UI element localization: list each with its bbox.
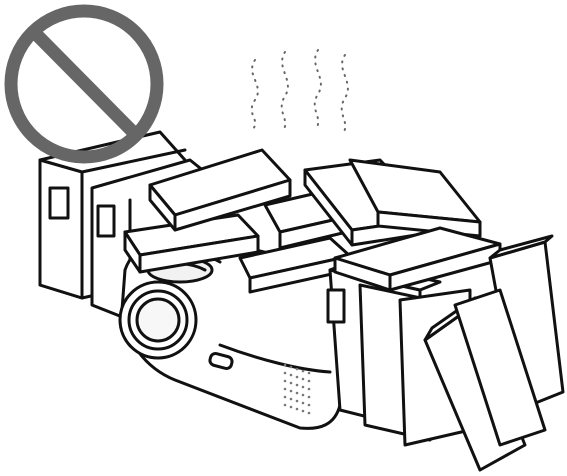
prohibition-icon [11,11,157,157]
heat-waves-icon [252,50,348,135]
